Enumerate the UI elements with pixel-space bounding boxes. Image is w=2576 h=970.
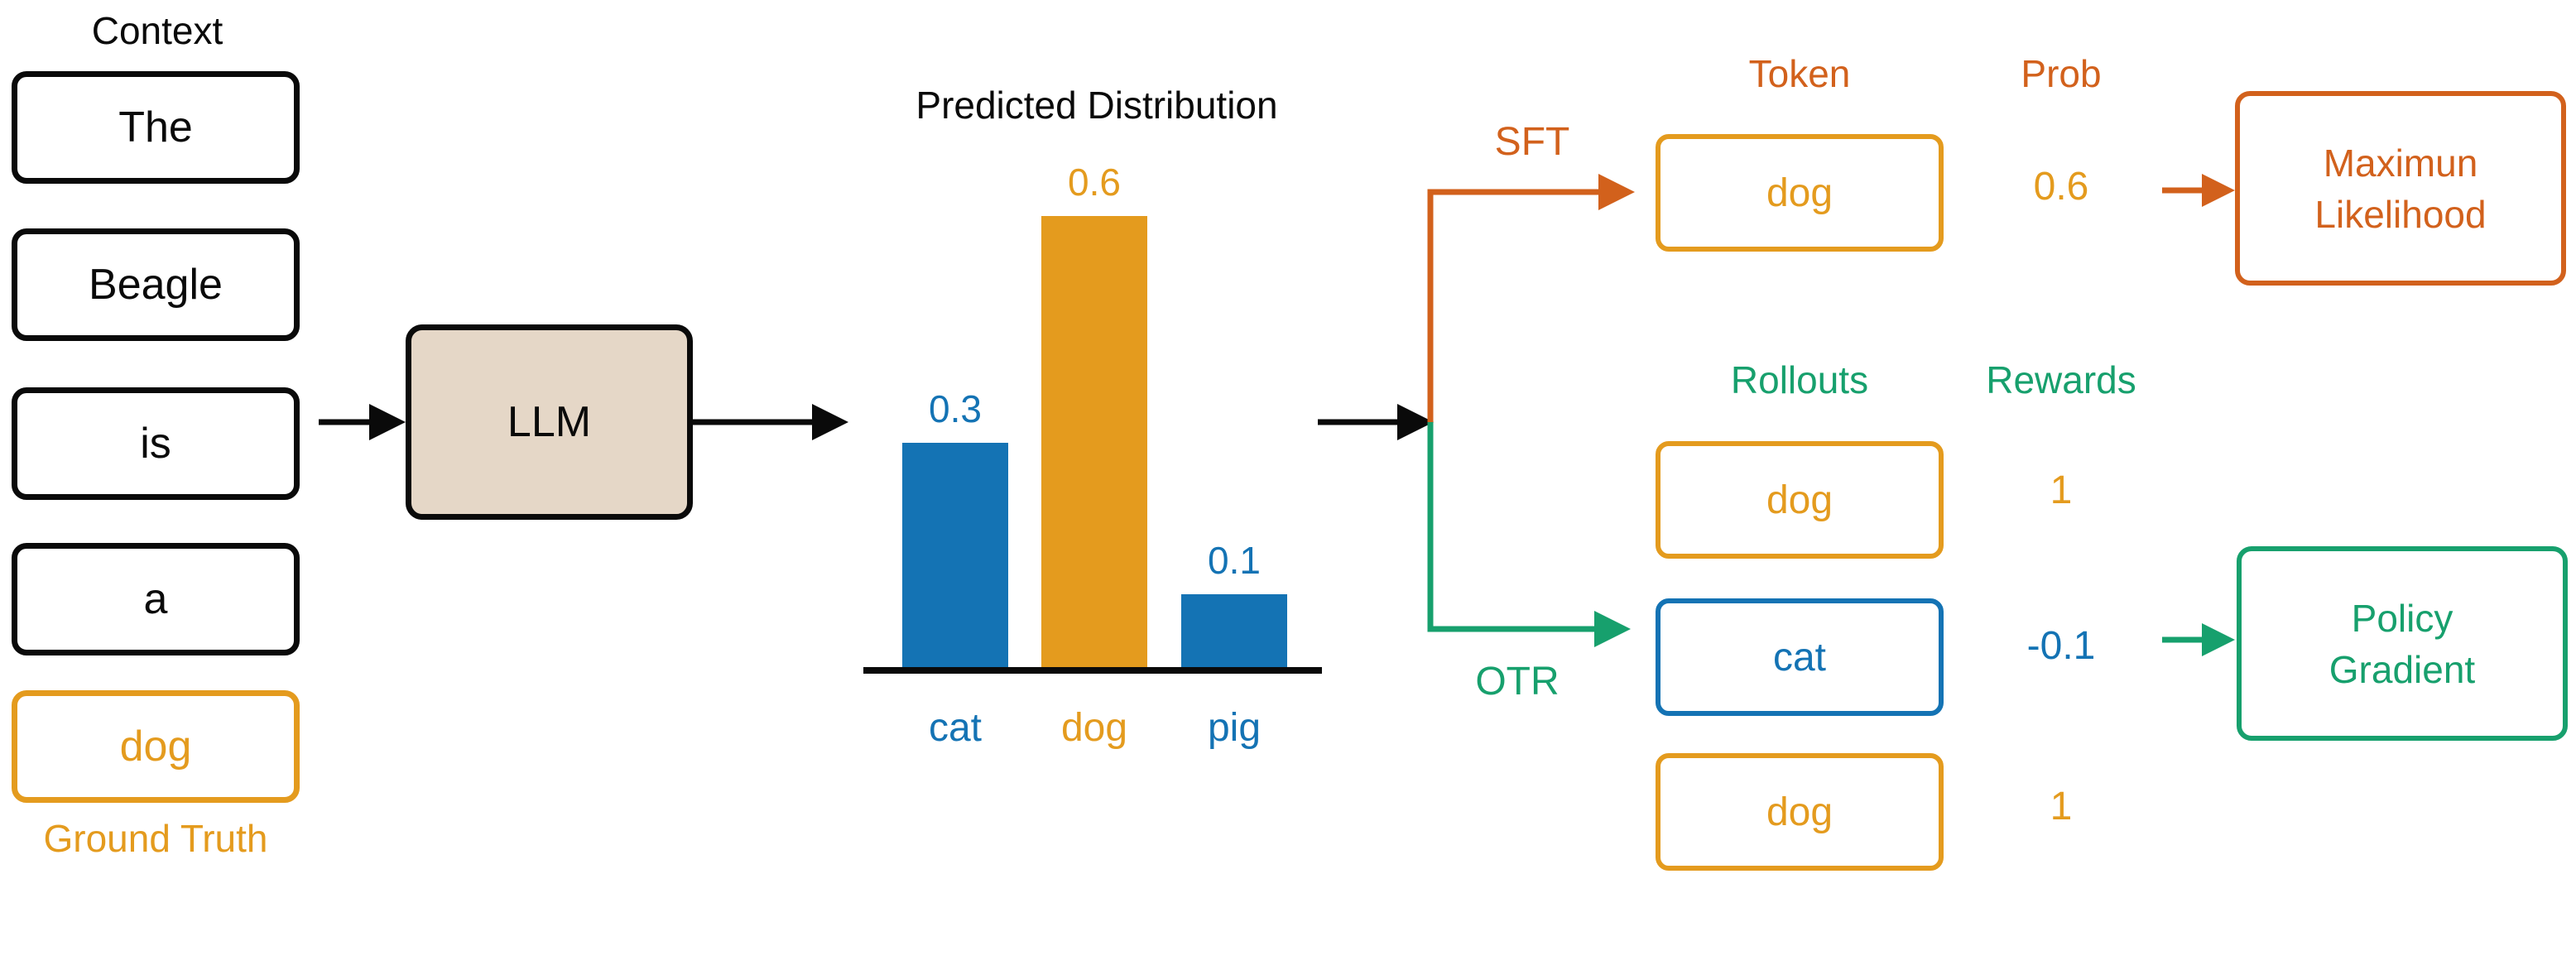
x-tick-label: dog: [1060, 706, 1128, 750]
rollout-token-label: dog: [1766, 790, 1833, 834]
arrow-context-to-llm: [319, 404, 406, 440]
bar-fill: [1181, 594, 1287, 670]
predicted-distribution-chart: 0.3 0.6 0.1: [873, 161, 1316, 670]
context-token-label: Beagle: [89, 261, 223, 309]
bar-fill: [1041, 216, 1147, 670]
bar-value-label: 0.3: [929, 387, 982, 430]
ground-truth-caption: Ground Truth: [43, 817, 268, 860]
rewards-column-header: Rewards: [1986, 358, 2136, 401]
ground-truth-token-box: dog: [12, 690, 300, 803]
context-token-label: a: [143, 575, 168, 623]
rollout-token-box: cat: [1656, 598, 1944, 716]
chart-bar: 0.6: [1041, 160, 1147, 670]
bar-value-label: 0.6: [1068, 161, 1121, 204]
arrow-llm-to-chart: [693, 404, 848, 440]
rollouts-column-header: Rollouts: [1730, 358, 1869, 401]
otr-branch-label: OTR: [1475, 660, 1560, 703]
context-token-label: The: [118, 103, 193, 151]
prob-column-header: Prob: [2021, 52, 2102, 95]
x-axis-line: [863, 667, 1322, 674]
chart-bar: 0.3: [902, 387, 1008, 670]
reward-value: 1: [2050, 785, 2073, 828]
chart-title: Predicted Distribution: [916, 84, 1278, 127]
token-column-header: Token: [1748, 52, 1851, 95]
arrow-chart-to-branch: [1318, 404, 1434, 440]
llm-label: LLM: [507, 398, 592, 446]
rollout-token-box: dog: [1656, 441, 1944, 559]
x-tick-label: cat: [928, 706, 983, 750]
context-token-box: Beagle: [12, 228, 300, 341]
context-token-label: is: [140, 420, 171, 468]
otr-branch-arrow: [1427, 422, 1631, 647]
sft-token-label: dog: [1766, 170, 1833, 215]
policy-gradient-box: Policy Gradient: [2237, 546, 2568, 741]
context-token-box: The: [12, 71, 300, 184]
sft-prob-value: 0.6: [2033, 165, 2089, 209]
policy-gradient-line2: Gradient: [2328, 647, 2476, 691]
policy-gradient-line1: Policy: [2351, 596, 2453, 640]
arrow-prob-to-max-likelihood: [2162, 174, 2235, 207]
maximum-likelihood-line2: Likelihood: [2314, 192, 2487, 236]
sft-branch-label: SFT: [1494, 120, 1570, 164]
bar-fill: [902, 443, 1008, 670]
context-token-box: a: [12, 543, 300, 655]
arrow-rewards-to-policy-gradient: [2162, 623, 2235, 656]
sft-branch-arrow: [1427, 174, 1635, 422]
maximum-likelihood-line1: Maximun: [2323, 141, 2478, 185]
rollout-token-box: dog: [1656, 753, 1944, 871]
sft-token-box: dog: [1656, 134, 1944, 252]
rollout-token-label: dog: [1766, 478, 1833, 522]
reward-value: 1: [2050, 468, 2073, 512]
rollout-token-label: cat: [1772, 635, 1827, 679]
bar-value-label: 0.1: [1208, 539, 1261, 582]
chart-bar: 0.1: [1181, 538, 1287, 670]
llm-box: LLM: [406, 324, 693, 520]
x-tick-label: pig: [1207, 706, 1262, 750]
context-column-label: Context: [91, 9, 223, 52]
maximum-likelihood-box: Maximun Likelihood: [2235, 91, 2566, 286]
context-token-box: is: [12, 387, 300, 500]
reward-value: -0.1: [2026, 624, 2096, 668]
ground-truth-token-label: dog: [119, 723, 192, 771]
